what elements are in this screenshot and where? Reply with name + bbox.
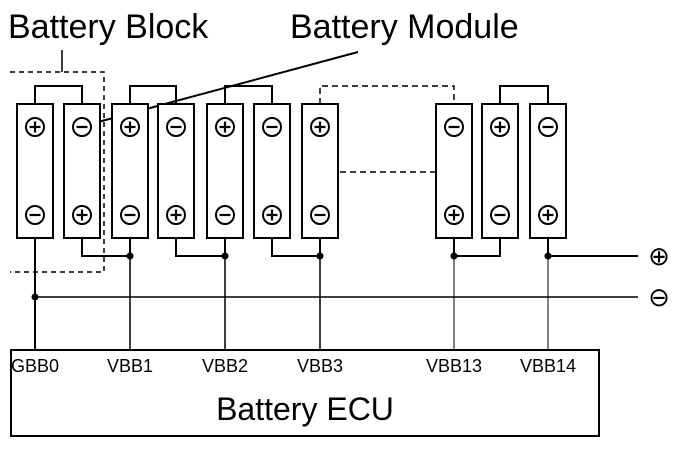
minus-terminal-icon — [538, 117, 558, 137]
ecu-terminal-label: VBB1 — [107, 356, 153, 376]
battery-module — [206, 103, 244, 239]
junction-dot — [126, 252, 134, 260]
junction-dot — [221, 252, 229, 260]
top-link-dashed — [319, 85, 455, 104]
junction-dot — [316, 252, 324, 260]
ecu-terminal-label: VBB2 — [202, 356, 248, 376]
minus-terminal-icon — [25, 205, 45, 225]
top-link — [499, 85, 549, 104]
plus-terminal-icon — [120, 117, 140, 137]
battery-module — [481, 103, 519, 239]
battery-module — [253, 103, 291, 239]
minus-terminal-icon — [166, 117, 186, 137]
plus-terminal-icon — [490, 117, 510, 137]
battery-module — [301, 103, 339, 239]
minus-terminal-icon — [444, 117, 464, 137]
bottom-links — [81, 238, 638, 257]
junction-dots — [31, 252, 552, 301]
bottom-link — [175, 238, 226, 257]
battery-module — [529, 103, 567, 239]
battery-block-outline — [10, 71, 105, 273]
negative-terminal-icon: ⊖ — [648, 282, 670, 312]
battery-module-label: Battery Module — [290, 8, 519, 46]
plus-terminal-icon — [310, 117, 330, 137]
top-link — [224, 85, 273, 104]
minus-terminal-icon — [120, 205, 140, 225]
minus-terminal-icon — [310, 205, 330, 225]
ecu-terminal-label: VBB3 — [297, 356, 343, 376]
battery-module — [16, 103, 54, 239]
junction-dot — [544, 252, 552, 260]
plus-terminal-icon — [262, 205, 282, 225]
positive-terminal-icon: ⊕ — [648, 241, 670, 271]
sense-wires — [34, 238, 549, 350]
plus-terminal-icon — [215, 117, 235, 137]
plus-terminal-icon — [166, 205, 186, 225]
plus-terminal-icon — [444, 205, 464, 225]
plus-terminal-icon — [72, 205, 92, 225]
battery-module — [111, 103, 149, 239]
minus-terminal-icon — [490, 205, 510, 225]
battery-ecu-box — [10, 349, 600, 437]
ecu-terminal-labels: GBB0 VBB1 VBB2 VBB3 VBB13 VBB14 — [11, 356, 576, 376]
battery-module — [435, 103, 473, 239]
minus-terminal-icon — [215, 205, 235, 225]
battery-block-label: Battery Block — [8, 8, 209, 46]
ecu-terminal-label: VBB13 — [426, 356, 482, 376]
top-link — [129, 85, 177, 104]
battery-module — [157, 103, 195, 239]
minus-terminal-icon — [262, 117, 282, 137]
top-link — [34, 85, 83, 104]
ecu-terminal-label: VBB14 — [520, 356, 576, 376]
junction-dot — [31, 293, 39, 301]
bottom-link — [81, 238, 131, 257]
plus-terminal-icon — [538, 205, 558, 225]
minus-terminal-icon — [72, 117, 92, 137]
bottom-link — [453, 238, 501, 257]
bottom-link-positive — [547, 238, 638, 257]
battery-ecu-label: Battery ECU — [216, 391, 394, 427]
top-links — [34, 85, 549, 104]
plus-terminal-icon — [25, 117, 45, 137]
ecu-terminal-label: GBB0 — [11, 356, 59, 376]
bottom-link — [271, 238, 321, 257]
junction-dot — [450, 252, 458, 260]
battery-modules — [16, 103, 567, 239]
battery-module — [63, 103, 101, 239]
